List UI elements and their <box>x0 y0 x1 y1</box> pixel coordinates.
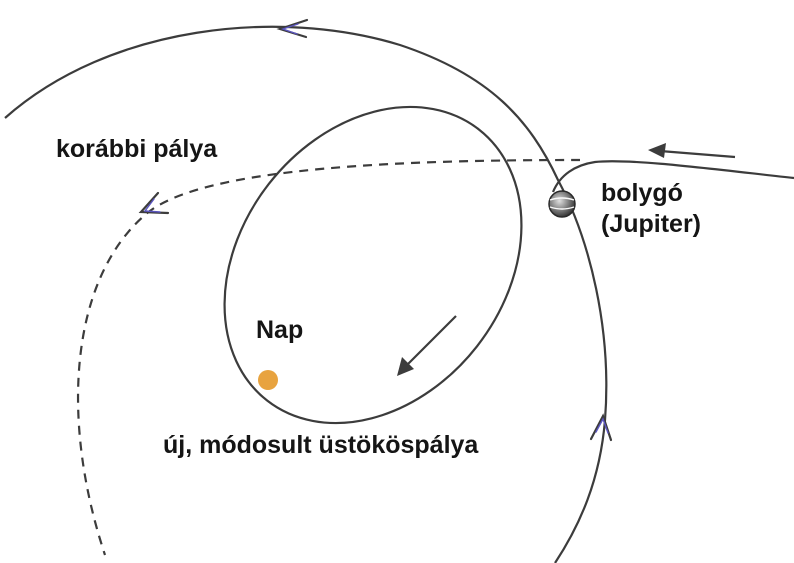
chevron-arrow-dashed-orbit <box>138 191 170 215</box>
arrow-incoming-top-right <box>648 143 736 159</box>
incoming-orbit-path <box>551 160 794 193</box>
new-orbit-label: új, módosult üstököspálya <box>163 431 479 459</box>
planet-label: bolygó (Jupiter) <box>601 178 701 241</box>
sun-dot <box>258 370 278 390</box>
planet-label-jupiter: (Jupiter) <box>601 210 701 239</box>
sun-label: Nap <box>256 316 304 344</box>
planet-label-name: bolygó <box>601 179 683 207</box>
previous-orbit-label: korábbi pálya <box>56 135 218 163</box>
new-comet-orbit <box>223 105 523 425</box>
jupiter-planet-icon <box>548 190 576 218</box>
previous-orbit-path <box>76 158 581 556</box>
hyperbolic-orbit-path <box>4 25 608 563</box>
chevron-arrow-top-orbit <box>276 18 309 39</box>
arrow-toward-sun <box>397 315 457 376</box>
chevron-arrow-right-orbit <box>589 413 613 442</box>
